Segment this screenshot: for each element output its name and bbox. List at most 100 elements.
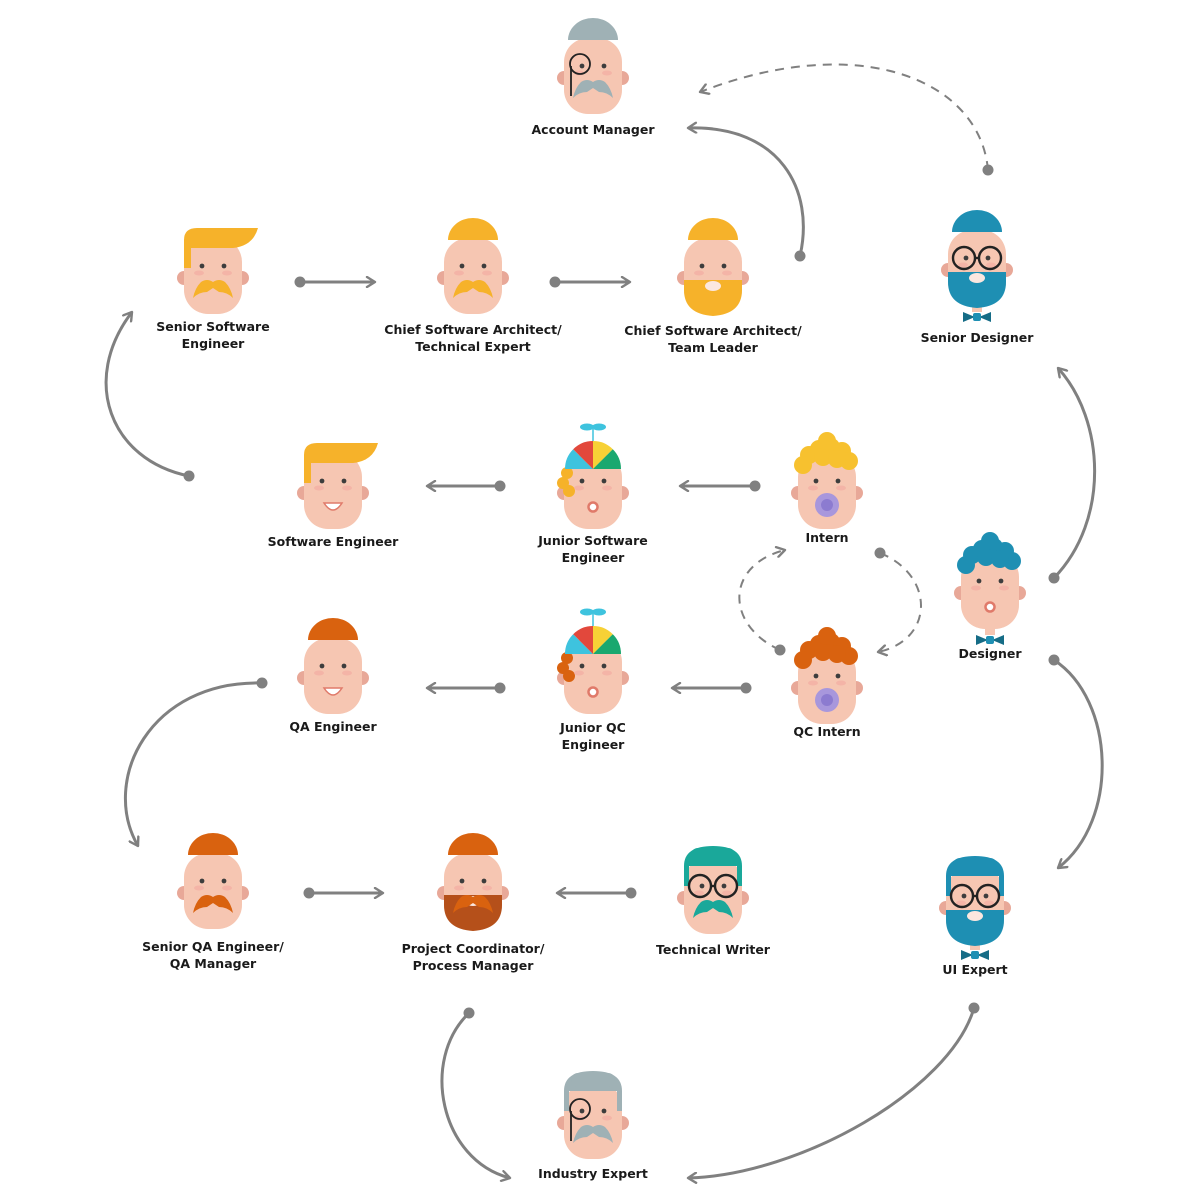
arrow-start-dot-icon (303, 887, 315, 899)
role-label-chief-architect-tech-expert: Chief Software Architect/Technical Exper… (384, 321, 561, 355)
face-icon (304, 638, 362, 714)
role-label-line: Engineer (561, 550, 625, 565)
eye-icon (579, 63, 585, 69)
edge-ui-expert-to-industry-expert (688, 1002, 980, 1179)
role-label-line: Project Coordinator/ (401, 941, 545, 956)
arrow-line (123, 681, 263, 846)
avatar-senior-qa-engineer (177, 833, 249, 929)
role-label-designer: Designer (958, 645, 1021, 662)
role-label-line: Chief Software Architect/ (624, 323, 802, 338)
beard-icon (946, 910, 1004, 946)
eye-icon (721, 883, 727, 889)
face-icon (444, 238, 502, 314)
hair-icon (946, 856, 1004, 896)
avatar-intern (791, 432, 863, 529)
role-label-line: Technical Writer (656, 942, 770, 957)
face-icon (684, 858, 742, 934)
arrow-start-dot-icon (982, 164, 994, 176)
role-label-line: Engineer (561, 737, 625, 752)
arrow-start-dot-icon (1048, 654, 1060, 666)
avatar-project-coordinator (437, 833, 509, 931)
edge-software-engineer-to-senior-software-engineer (104, 312, 195, 482)
smile-icon (322, 502, 344, 511)
role-label-line: QA Manager (169, 956, 257, 971)
eye-icon (341, 663, 347, 669)
role-label-line: QA Engineer (289, 719, 377, 734)
smile-icon (322, 687, 344, 696)
arrow-start-dot-icon (463, 1007, 475, 1019)
role-label-line: Junior Software (538, 533, 648, 548)
role-label-line: UI Expert (942, 962, 1008, 977)
arrow-start-dot-icon (183, 470, 195, 482)
eye-icon (319, 478, 325, 484)
eye-icon (963, 255, 969, 261)
arrow-line (104, 312, 190, 478)
role-label-line: Software Engineer (267, 534, 399, 549)
role-label-line: Chief Software Architect/ (384, 322, 562, 337)
bow-tie-icon (976, 635, 1004, 645)
face-icon (564, 638, 622, 714)
glasses-icon (687, 873, 739, 899)
eye-icon (221, 263, 227, 269)
edge-qc-intern-to-intern (738, 550, 786, 656)
edge-senior-designer-to-account-manager (700, 63, 994, 176)
eye-icon (813, 673, 819, 679)
face-icon (184, 853, 242, 929)
role-label-software-engineer: Software Engineer (268, 533, 399, 550)
mustache-icon (193, 895, 233, 913)
eye-icon (961, 893, 967, 899)
mustache-icon (573, 1125, 613, 1143)
hair-icon (188, 833, 238, 855)
face-icon (798, 453, 856, 529)
glasses-icon (949, 883, 1001, 909)
hair-icon (557, 608, 621, 682)
avatar-ui-expert (939, 856, 1011, 960)
mouth-icon (984, 601, 996, 613)
eye-icon (601, 478, 607, 484)
arrow-start-dot-icon (774, 644, 786, 656)
edge-intern-to-junior-software-engineer (680, 481, 761, 492)
edge-designer-to-ui-expert (1048, 654, 1104, 869)
eye-icon (459, 878, 465, 884)
edge-junior-qc-engineer-to-qa-engineer (427, 683, 506, 694)
role-label-senior-qa-engineer: Senior QA Engineer/QA Manager (142, 938, 284, 972)
face-icon (564, 1083, 622, 1159)
arrow-start-dot-icon (294, 276, 306, 288)
edge-qa-engineer-to-senior-qa-engineer (123, 677, 268, 847)
hair-icon (794, 432, 858, 474)
hair-icon (308, 618, 358, 640)
arrow-line (878, 552, 922, 652)
role-label-line: Senior QA Engineer/ (142, 939, 284, 954)
role-label-chief-architect-team-leader: Chief Software Architect/Team Leader (624, 322, 801, 356)
eye-icon (579, 478, 585, 484)
hair-icon (184, 228, 258, 268)
eye-icon (459, 263, 465, 269)
eye-icon (601, 63, 607, 69)
edge-project-coordinator-to-industry-expert (440, 1007, 510, 1179)
arrow-start-dot-icon (1048, 572, 1060, 584)
arrow-start-dot-icon (968, 1002, 980, 1014)
role-label-line: Senior Software (156, 319, 270, 334)
role-label-line: Designer (958, 646, 1022, 661)
bow-tie-icon (963, 312, 991, 322)
eye-icon (601, 1108, 607, 1114)
beard-icon (684, 280, 742, 316)
eye-icon (835, 673, 841, 679)
hair-icon (448, 218, 498, 240)
role-label-qc-intern: QC Intern (793, 723, 860, 740)
role-label-intern: Intern (805, 529, 848, 546)
hair-icon (448, 833, 498, 855)
face-icon (564, 453, 622, 529)
face-icon (961, 553, 1019, 629)
hair-icon (304, 443, 378, 483)
eye-icon (813, 478, 819, 484)
avatar-junior-software-engineer (557, 423, 629, 529)
hair-icon (564, 1071, 622, 1111)
face-icon (798, 648, 856, 724)
eye-icon (199, 878, 205, 884)
arrow-start-dot-icon (494, 480, 506, 492)
hair-icon (794, 627, 858, 669)
